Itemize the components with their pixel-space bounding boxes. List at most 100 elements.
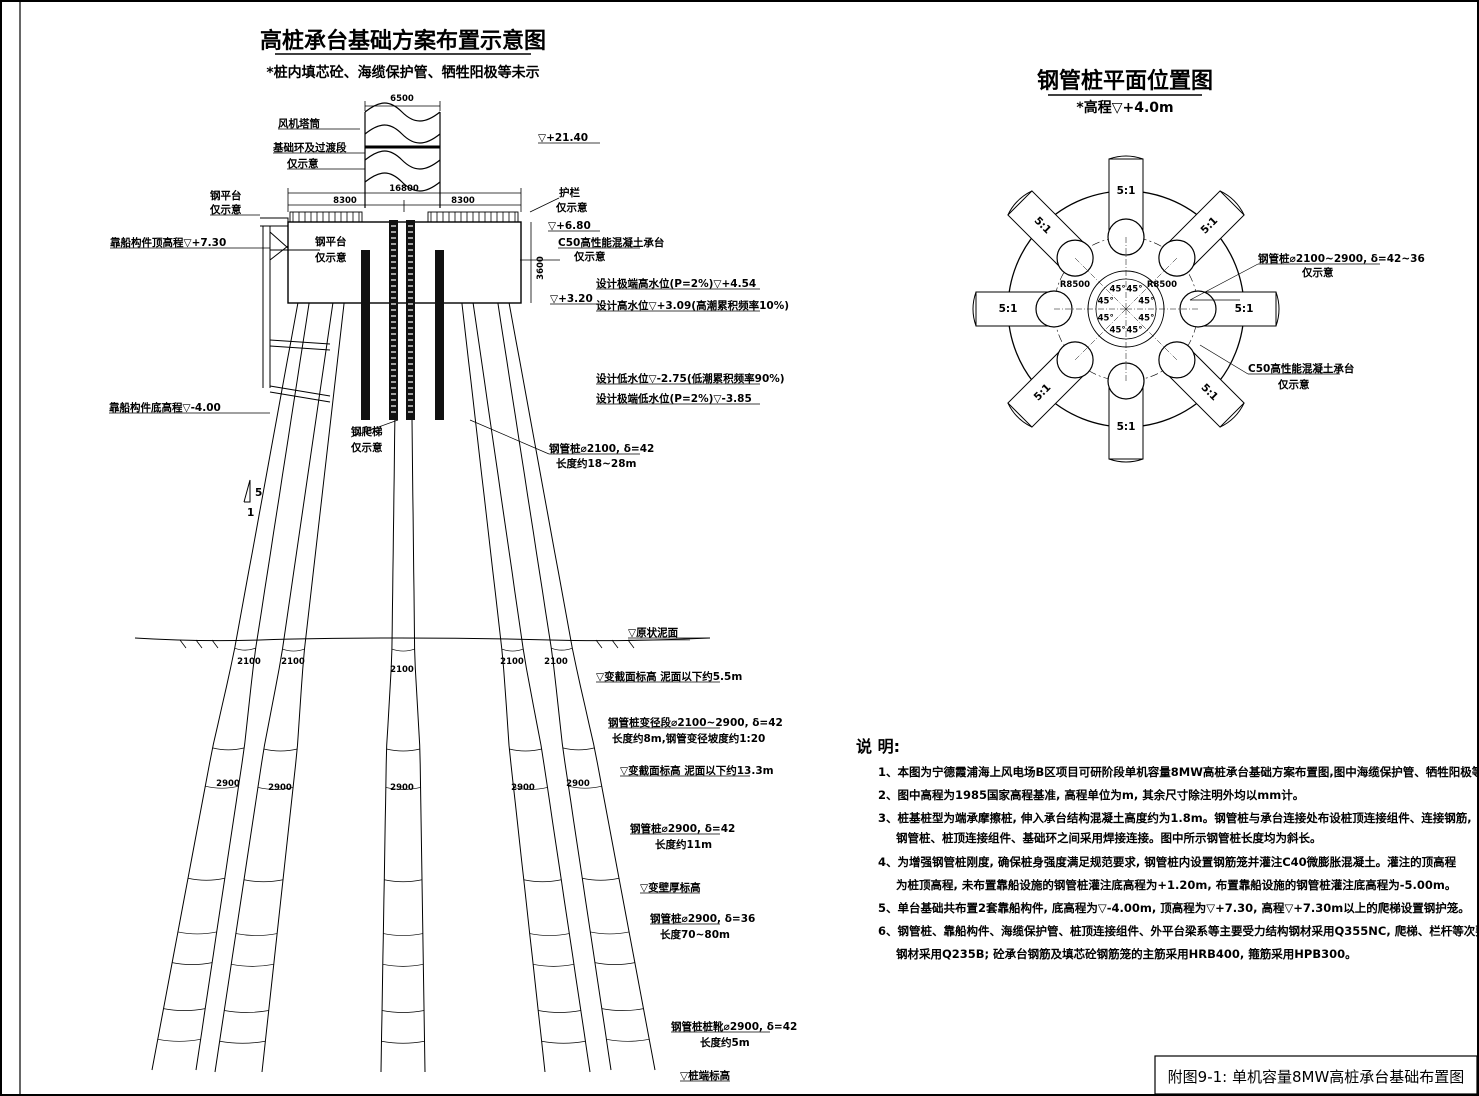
label-wall-change: ▽变壁厚标高 xyxy=(640,881,701,894)
label-top-elev: ▽+21.40 xyxy=(538,132,588,144)
plan-pile: 5:145° xyxy=(1125,190,1245,310)
plan-pile-label: 钢管桩⌀2100~2900, δ=42~36 xyxy=(1258,252,1425,265)
steel-pipe-pile xyxy=(380,302,426,1073)
cap-dimension xyxy=(287,188,522,212)
plan-pile: 5:145° xyxy=(1007,190,1127,310)
pile-dims: 2100 2100 2100 2100 2100 2900 2900 2900 … xyxy=(216,657,590,793)
plan-pile: 5:145° xyxy=(1107,309,1145,463)
svg-text:2900: 2900 xyxy=(566,779,590,789)
label-tip-pile-len: 长度约5m xyxy=(700,1036,750,1049)
note-1: 1、本图为宁德霞浦海上风电场B区项目可研阶段单机容量8MW高桩承台基础方案布置图… xyxy=(878,765,1479,779)
angle-label: 45° xyxy=(1098,297,1114,307)
label-pile-top: 钢管桩⌀2100, δ=42 xyxy=(549,442,654,455)
label-cap: C50高性能混凝土承台 xyxy=(558,236,664,249)
label-mid-pile-len: 长度约11m xyxy=(655,838,712,851)
svg-text:2900: 2900 xyxy=(511,783,535,793)
label-low-pile-len: 长度70~80m xyxy=(660,928,730,941)
label-cap-bottom: ▽+3.20 xyxy=(550,293,593,305)
tower-section xyxy=(364,101,441,208)
water-level-1: 设计极端高水位(P=2%)▽+4.54 xyxy=(596,277,756,290)
label-section-change-1: ▽变截面标高 泥面以下约5.5m xyxy=(596,670,742,683)
plan-pile: 5:145° xyxy=(1125,308,1245,428)
notes: 说 明: 1、本图为宁德霞浦海上风电场B区项目可研阶段单机容量8MW高桩承台基础… xyxy=(856,737,1479,961)
note-2: 2、图中高程为1985国家高程基准, 高程单位为m, 其余尺寸除注明外均以mm计… xyxy=(878,788,1304,802)
note-4b: 为桩顶高程, 未布置靠船设施的钢管桩灌注底高程为+1.20m, 布置靠船设施的钢… xyxy=(896,878,1456,892)
plan-pile: 5:145° xyxy=(1007,308,1127,428)
batter-symbol xyxy=(243,479,251,503)
plan-drawing: 钢管桩平面位置图 *高程▽+4.0m 5:145°5:145°5:145°5:1… xyxy=(972,68,1425,463)
plan-pile-label-note: 仅示意 xyxy=(1301,266,1334,279)
title-block-text: 附图9-1: 单机容量8MW高桩承台基础布置图 xyxy=(1168,1068,1465,1086)
dim-cap-width: 16800 xyxy=(389,184,419,194)
dim-cap-height: 3600 xyxy=(536,256,546,280)
label-taper: 钢管桩变径段⌀2100~2900, δ=42 xyxy=(608,716,783,729)
label-taper-len: 长度约8m,钢管变径坡度约1:20 xyxy=(612,732,765,745)
svg-text:2900: 2900 xyxy=(268,783,292,793)
label-cap-top: ▽+6.80 xyxy=(548,220,591,232)
steel-ladder xyxy=(361,220,444,420)
label-berth-top: 靠船构件顶高程▽+7.30 xyxy=(110,236,226,249)
label-transition-note: 仅示意 xyxy=(286,157,319,170)
svg-text:2100: 2100 xyxy=(500,657,524,667)
pile-cap xyxy=(287,221,522,304)
label-tip-level: ▽桩端标高 xyxy=(680,1069,731,1082)
label-rail: 护栏 xyxy=(559,186,580,199)
elevation-drawing: 高桩承台基础方案布置示意图 *桩内填芯砼、海缆保护管、牺牲阳极等未示 6500 … xyxy=(109,28,797,1082)
note-6: 6、钢管桩、靠船构件、海缆保护管、桩顶连接组件、外平台梁系等主要受力结构钢材采用… xyxy=(878,924,1479,938)
plan-cap-label: C50高性能混凝土承台 xyxy=(1248,362,1354,375)
svg-text:2100: 2100 xyxy=(390,665,414,675)
note-3b: 钢管桩、桩顶连接组件、基础环之间采用焊接连接。图中所示钢管桩长度均为斜长。 xyxy=(896,831,1322,845)
batter-5: 5 xyxy=(255,487,262,499)
steel-pipe-pile xyxy=(151,302,310,1071)
elevation-subtitle: *桩内填芯砼、海缆保护管、牺牲阳极等未示 xyxy=(266,64,539,81)
slope-label: 5:1 xyxy=(1235,303,1254,315)
pile-group xyxy=(151,302,656,1073)
guardrail xyxy=(289,211,519,223)
note-3: 3、桩基桩型为端承摩擦桩, 伸入承台结构混凝土高度约为1.8m。钢管桩与承台连接… xyxy=(878,811,1472,825)
plan-cap-label-note: 仅示意 xyxy=(1277,378,1310,391)
steel-platform xyxy=(260,217,289,388)
dim-tower-dia: 6500 xyxy=(390,94,414,104)
water-level-2: 设计高水位▽+3.09(高潮累积频率10%) xyxy=(596,299,789,312)
label-inner-platform: 钢平台 xyxy=(315,235,347,248)
label-low-pile: 钢管桩⌀2900, δ=36 xyxy=(650,912,755,925)
batter-1: 1 xyxy=(247,507,254,519)
label-rail-note: 仅示意 xyxy=(555,201,588,214)
label-mudline: ▽原状泥面 xyxy=(628,626,679,639)
seabed-line xyxy=(134,637,711,649)
slope-label: 5:1 xyxy=(999,303,1018,315)
angle-label: 45° xyxy=(1138,297,1154,307)
label-section-change-2: ▽变截面标高 泥面以下约13.3m xyxy=(620,764,774,777)
label-platform: 钢平台 xyxy=(210,189,242,202)
angle-label: 45° xyxy=(1138,313,1154,323)
steel-pipe-pile xyxy=(214,302,345,1073)
svg-text:2900: 2900 xyxy=(216,779,240,789)
berthing-member xyxy=(269,249,331,403)
slope-label: 5:1 xyxy=(1117,185,1136,197)
water-level-3: 设计低水位▽-2.75(低潮累积频率90%) xyxy=(596,372,785,385)
angle-label: 45° xyxy=(1126,285,1142,295)
label-berth-bottom: 靠船构件底高程▽-4.00 xyxy=(109,401,221,414)
title-block: 附图9-1: 单机容量8MW高桩承台基础布置图 xyxy=(1154,1055,1478,1095)
label-ladder: 钢爬梯 xyxy=(351,425,383,438)
angle-label: 45° xyxy=(1110,285,1126,295)
note-4: 4、为增强钢管桩刚度, 确保桩身强度满足规范要求, 钢管桩内设置钢筋笼并灌注C4… xyxy=(878,855,1457,869)
angle-label: 45° xyxy=(1110,325,1126,335)
label-mid-pile: 钢管桩⌀2900, δ=42 xyxy=(630,822,735,835)
label-cap-note: 仅示意 xyxy=(573,250,606,263)
plan-subtitle: *高程▽+4.0m xyxy=(1076,99,1173,116)
svg-text:2100: 2100 xyxy=(281,657,305,667)
note-5: 5、单台基础共布置2套靠船构件, 底高程为▽-4.00m, 顶高程为▽+7.30… xyxy=(878,901,1470,915)
plan-pile: 5:1 45° xyxy=(1107,155,1145,309)
notes-heading: 说 明: xyxy=(856,737,900,756)
svg-text:2100: 2100 xyxy=(237,657,261,667)
note-6b: 钢材采用Q235B; 砼承台钢筋及填芯砼钢筋笼的主筋采用HRB400, 箍筋采用… xyxy=(896,947,1357,961)
dim-half-right: 8300 xyxy=(451,196,475,206)
water-level-4: 设计极端低水位(P=2%)▽-3.85 xyxy=(596,392,752,405)
elevation-title: 高桩承台基础方案布置示意图 xyxy=(260,28,546,54)
plan-title: 钢管桩平面位置图 xyxy=(1037,68,1213,94)
label-pile-top-len: 长度约18~28m xyxy=(556,457,637,470)
label-transition: 基础环及过渡段 xyxy=(272,141,347,154)
